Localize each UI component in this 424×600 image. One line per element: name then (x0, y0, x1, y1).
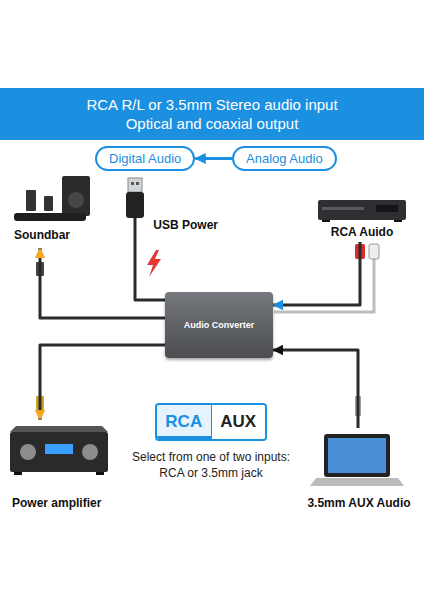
rca-source-device: RCA Auido (312, 196, 412, 242)
audio-pill: Digital Audio (95, 146, 195, 171)
power-amplifier (96, 472, 104, 475)
aux-source-device: 3.5mm AUX Audio (300, 428, 418, 518)
banner-title: RCA R/L or 3.5mm Stereo audio input Opti… (72, 95, 352, 134)
laptop (324, 434, 390, 477)
usb-plug (126, 192, 144, 218)
laptop (310, 434, 404, 486)
soundbar-device: Soundbar (10, 172, 102, 248)
cable-connector (195, 157, 232, 160)
dvd-player (318, 200, 406, 222)
dvd-player (318, 200, 406, 220)
power-amplifier (10, 426, 108, 475)
device-label: Soundbar (14, 228, 70, 242)
device-label: RCA Auido (331, 225, 393, 239)
soundbar-set (62, 176, 90, 216)
cable-connector (40, 345, 165, 420)
power-bolt (147, 250, 161, 277)
amplifier-device: Power amplifier (8, 420, 120, 516)
converter-box: Audio Converter (165, 292, 273, 358)
power-amplifier (10, 426, 108, 432)
device-label: Power amplifier (12, 496, 101, 510)
switch-option: RCA (157, 405, 211, 439)
cable-connector (273, 350, 358, 428)
usb-plug (126, 178, 144, 236)
cable-connector (40, 248, 165, 318)
soundbar-set (14, 176, 90, 221)
soundbar-set (44, 196, 53, 211)
usb-power-cable: USB Power (118, 176, 218, 236)
usb-plug (128, 178, 142, 192)
caption-note: Select from one of two inputs: RCA or 3.… (121, 450, 301, 481)
device-label: Audio Converter (184, 320, 255, 330)
soundbar-set (14, 213, 86, 221)
device-label: 3.5mm AUX Audio (307, 496, 410, 510)
laptop (328, 438, 386, 473)
cable-connector (273, 242, 360, 305)
cable-connector (135, 236, 165, 300)
audio-pill: Analog Audio (232, 146, 337, 171)
dvd-player (322, 220, 330, 222)
pill-label: Digital Audio (109, 151, 181, 166)
title-banner (0, 88, 424, 140)
pill-label: Analog Audio (246, 151, 323, 166)
rca-plugs (274, 244, 379, 312)
usb-plug (136, 182, 139, 185)
usb-plug (134, 218, 137, 236)
power-amplifier (14, 472, 22, 475)
power-amplifier (10, 432, 108, 472)
usb-plug (131, 182, 134, 185)
power-amplifier (45, 444, 73, 454)
laptop (310, 478, 404, 486)
input-switch: RCAAUX (155, 403, 267, 441)
soundbar-set (26, 190, 36, 211)
dvd-player (322, 207, 364, 210)
power-amplifier (82, 444, 98, 460)
switch-option: AUX (211, 405, 266, 439)
rca-plugs (369, 244, 379, 259)
soundbar-set (68, 192, 84, 208)
device-label: USB Power (153, 218, 218, 232)
power-amplifier (20, 444, 36, 460)
dvd-player (394, 220, 402, 222)
title-band: RCA R/L or 3.5mm Stereo audio input Opti… (0, 88, 424, 140)
dvd-player (376, 205, 398, 212)
